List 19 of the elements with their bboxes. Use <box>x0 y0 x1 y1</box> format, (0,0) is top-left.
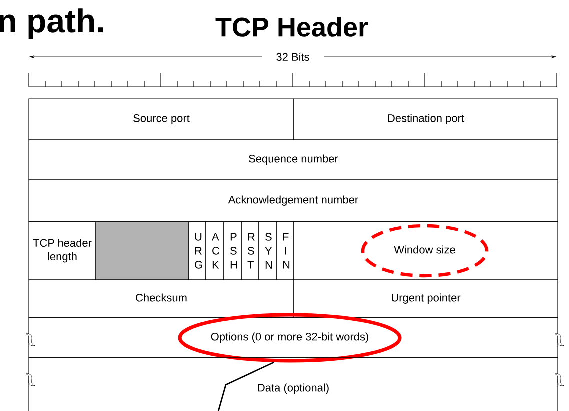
field-cell: Urgent pointer <box>294 280 558 318</box>
flag-cell: R S T <box>242 222 260 280</box>
field-cell <box>28 318 558 358</box>
flag-cell: U R G <box>188 222 206 280</box>
field-cell: Sequence number <box>28 140 558 180</box>
title: TCP Header <box>216 17 368 37</box>
field-cell: Destination port <box>294 98 558 140</box>
field-cell: Acknowledgement number <box>28 180 558 222</box>
shaded-cell <box>96 222 190 280</box>
flag-cell: P S H <box>224 222 242 280</box>
field-cell: Source port <box>28 98 294 140</box>
flag-cell: A C K <box>206 222 224 280</box>
flag-cell: F I N <box>276 222 294 280</box>
field-cell: Data (optional) <box>28 358 558 411</box>
field-cell <box>294 222 558 280</box>
field-cell: Checksum <box>28 280 294 318</box>
pen-stroke <box>215 362 274 411</box>
flag-cell: S Y N <box>258 222 278 280</box>
dimension-label: 32 Bits <box>276 52 310 62</box>
